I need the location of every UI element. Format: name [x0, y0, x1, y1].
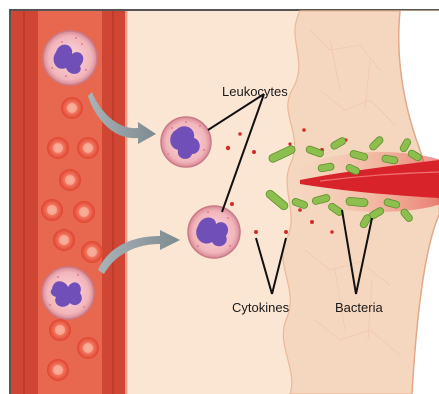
rbc [81, 241, 103, 263]
rbc [41, 199, 63, 221]
leukocyte-in-tissue-top [161, 117, 211, 167]
leukocyte-in-vessel-top [43, 31, 97, 85]
rbc [61, 97, 83, 119]
rbc [77, 137, 99, 159]
leukocytes-label: Leukocytes [222, 84, 288, 99]
rbc [47, 359, 69, 381]
cytokines-label: Cytokines [232, 300, 289, 315]
bacteria-label: Bacteria [335, 300, 383, 315]
rbc [49, 319, 71, 341]
rbc [59, 169, 81, 191]
rbc [47, 137, 69, 159]
rbc [53, 229, 75, 251]
leukocyte-in-tissue-bottom [188, 206, 240, 258]
rbc [73, 201, 95, 223]
leukocyte-in-vessel-bottom [42, 267, 94, 319]
vessel-wall-left [11, 11, 41, 394]
rbc [77, 337, 99, 359]
